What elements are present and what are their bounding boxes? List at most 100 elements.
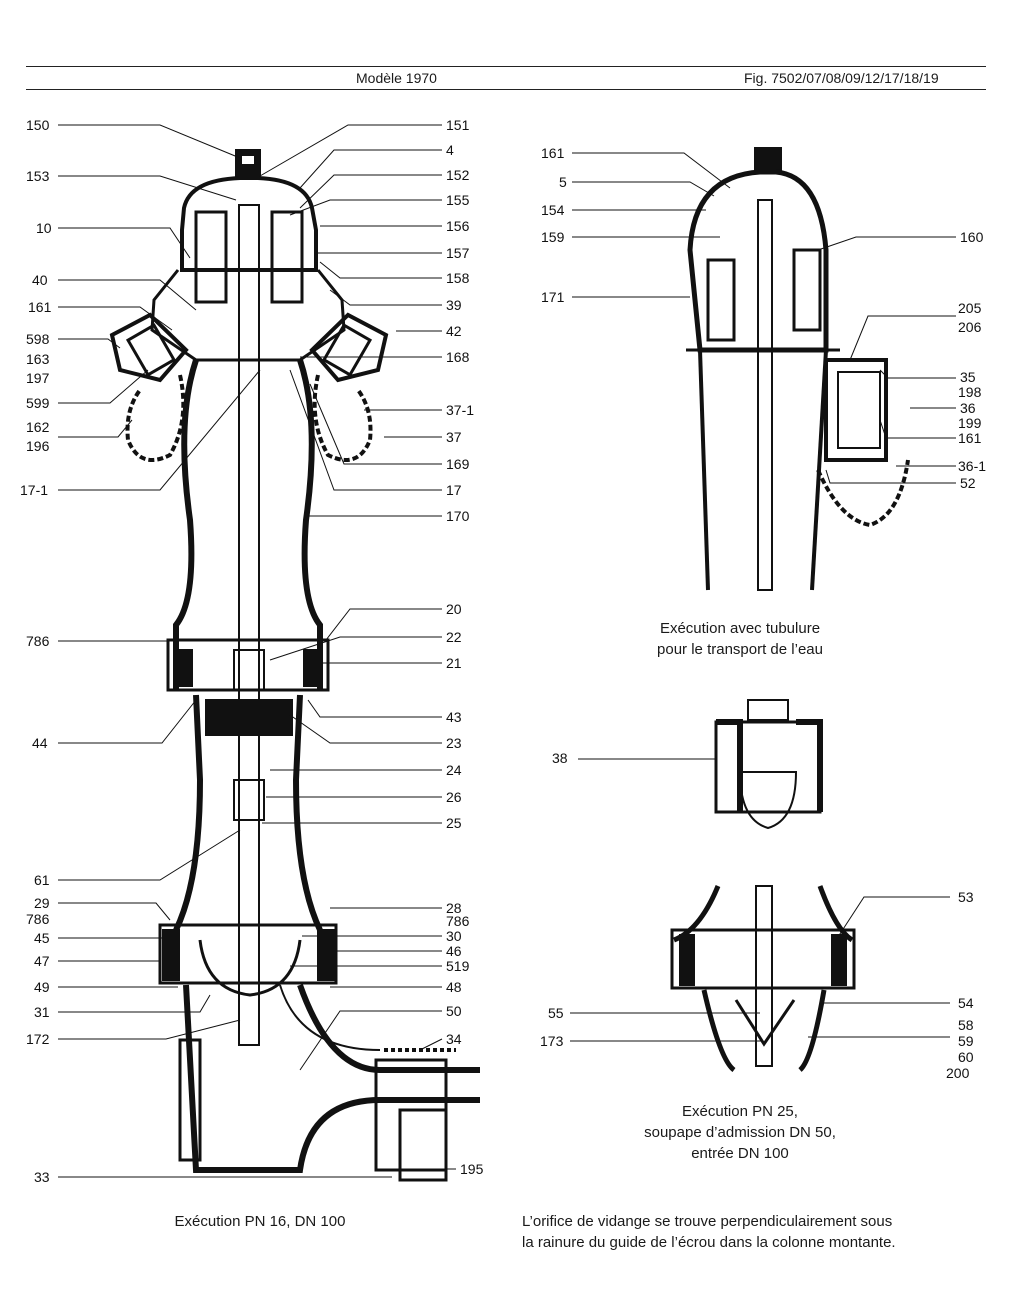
label-tub-171: 171 <box>541 289 565 305</box>
label-45: 45 <box>34 930 50 946</box>
label-29: 29 <box>34 895 50 911</box>
label-tub-159: 159 <box>541 229 565 245</box>
label-172: 172 <box>26 1031 50 1047</box>
label-196: 196 <box>26 438 50 454</box>
label-54: 54 <box>958 995 974 1011</box>
label-61: 61 <box>34 872 50 888</box>
label-43: 43 <box>446 709 462 725</box>
label-22: 22 <box>446 629 462 645</box>
label-195: 195 <box>460 1161 484 1177</box>
caption-pn25-line1: Exécution PN 25, <box>682 1103 798 1120</box>
label-33: 33 <box>34 1169 50 1185</box>
leader-lines <box>58 124 956 1178</box>
label-60: 60 <box>958 1049 974 1065</box>
tubulure-variant-drawing <box>686 147 910 591</box>
label-39: 39 <box>446 297 462 313</box>
label-37: 37 <box>446 429 462 445</box>
label-4: 4 <box>446 142 454 158</box>
label-tub-5: 5 <box>559 174 567 190</box>
part-number-labels: 150 153 10 40 161 598 163 197 599 162 19… <box>20 117 986 1185</box>
label-37-1: 37-1 <box>446 402 474 418</box>
label-158: 158 <box>446 270 470 286</box>
label-tub-206: 206 <box>958 319 982 335</box>
main-hydrant-drawing <box>109 149 480 1182</box>
caption-pn25-line3: entrée DN 100 <box>691 1145 789 1162</box>
header-top-rule <box>26 66 986 67</box>
label-tub-154: 154 <box>541 202 565 218</box>
label-24: 24 <box>446 762 462 778</box>
label-40: 40 <box>32 272 48 288</box>
label-170: 170 <box>446 508 470 524</box>
pn25-variant-drawing <box>670 885 856 1073</box>
label-153: 153 <box>26 168 50 184</box>
header-bottom-rule <box>26 89 986 90</box>
label-168: 168 <box>446 349 470 365</box>
label-30: 30 <box>446 928 462 944</box>
label-786-b: 786 <box>26 911 50 927</box>
detail-38-drawing <box>714 699 823 830</box>
figure-label: Fig. 7502/07/08/09/12/17/18/19 <box>744 70 939 86</box>
label-17: 17 <box>446 482 462 498</box>
label-28: 28 <box>446 900 462 916</box>
label-42: 42 <box>446 323 462 339</box>
drain-note: L’orifice de vidange se trouve perpendic… <box>522 1211 992 1253</box>
drain-note-line1: L’orifice de vidange se trouve perpendic… <box>522 1213 893 1230</box>
label-49: 49 <box>34 979 50 995</box>
label-161: 161 <box>28 299 52 315</box>
label-25: 25 <box>446 815 462 831</box>
label-786: 786 <box>26 633 50 649</box>
label-157: 157 <box>446 245 470 261</box>
label-50: 50 <box>446 1003 462 1019</box>
label-59: 59 <box>958 1033 974 1049</box>
label-21: 21 <box>446 655 462 671</box>
caption-tubulure-line1: Exécution avec tubulure <box>659 620 821 637</box>
label-tub-205: 205 <box>958 300 982 316</box>
label-34: 34 <box>446 1031 462 1047</box>
label-150: 150 <box>26 117 50 133</box>
label-tub-52: 52 <box>960 475 976 491</box>
label-tub-199: 199 <box>958 415 982 431</box>
label-17-1: 17-1 <box>20 482 48 498</box>
label-tub-36-1: 36-1 <box>958 458 986 474</box>
label-197: 197 <box>26 370 50 386</box>
label-tub-198: 198 <box>958 384 982 400</box>
label-169: 169 <box>446 456 470 472</box>
label-156: 156 <box>446 218 470 234</box>
label-26: 26 <box>446 789 462 805</box>
label-786-c: 786 <box>446 913 470 929</box>
label-519: 519 <box>446 958 470 974</box>
label-155: 155 <box>446 192 470 208</box>
label-tub-35: 35 <box>960 369 976 385</box>
caption-pn25: Exécution PN 25, soupape d’admission DN … <box>590 1101 890 1164</box>
label-162: 162 <box>26 419 50 435</box>
label-152: 152 <box>446 167 470 183</box>
model-label: Modèle 1970 <box>356 70 437 86</box>
label-tub-160: 160 <box>960 229 984 245</box>
label-151: 151 <box>446 117 470 133</box>
label-tub-36: 36 <box>960 400 976 416</box>
label-44: 44 <box>32 735 48 751</box>
label-48: 48 <box>446 979 462 995</box>
label-23: 23 <box>446 735 462 751</box>
label-55: 55 <box>548 1005 564 1021</box>
caption-tubulure: Exécution avec tubulure pour le transpor… <box>600 618 880 660</box>
caption-pn25-line2: soupape d’admission DN 50, <box>644 1124 836 1141</box>
label-38: 38 <box>552 750 568 766</box>
label-53: 53 <box>958 889 974 905</box>
label-tub-161: 161 <box>541 145 565 161</box>
label-163: 163 <box>26 351 50 367</box>
label-599: 599 <box>26 395 50 411</box>
label-31: 31 <box>34 1004 50 1020</box>
label-20: 20 <box>446 601 462 617</box>
label-46: 46 <box>446 943 462 959</box>
label-200: 200 <box>946 1065 970 1081</box>
label-598: 598 <box>26 331 50 347</box>
caption-tubulure-line2: pour le transport de l’eau <box>657 641 823 658</box>
label-10: 10 <box>36 220 52 236</box>
label-58: 58 <box>958 1017 974 1033</box>
drain-note-line2: la rainure du guide de l’écrou dans la c… <box>522 1234 896 1251</box>
label-47: 47 <box>34 953 50 969</box>
label-173: 173 <box>540 1033 564 1049</box>
caption-main: Exécution PN 16, DN 100 <box>174 1213 346 1230</box>
